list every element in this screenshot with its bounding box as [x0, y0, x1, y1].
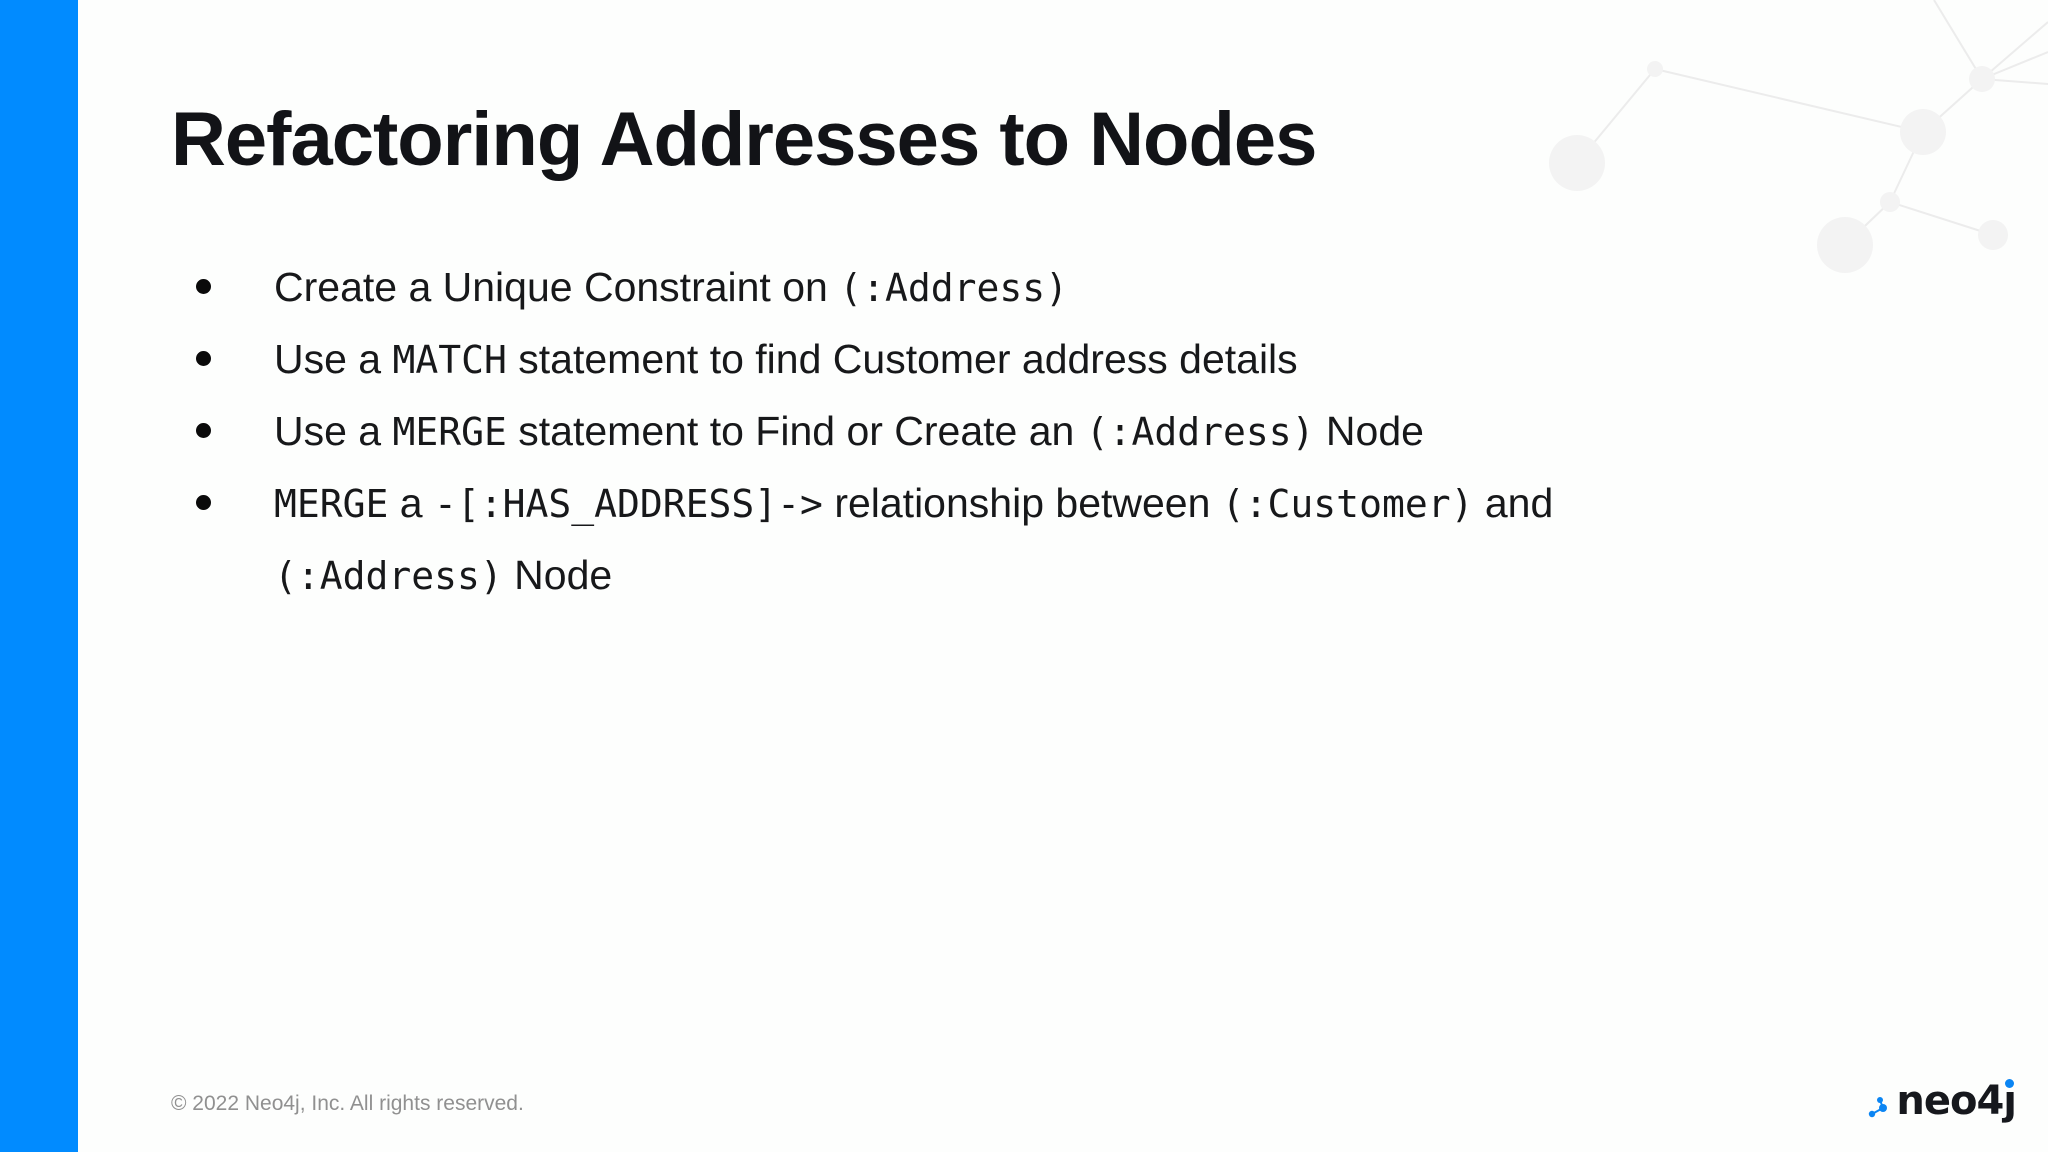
text-segment: Create a Unique Constraint on [274, 264, 840, 310]
neo4j-wordmark: neo4j [1896, 1078, 2017, 1124]
text-segment: a [388, 480, 434, 526]
neo4j-logo: neo4j [1868, 1078, 2017, 1124]
code-segment: (:Address) [839, 266, 1068, 310]
copyright-text: © 2022 Neo4j, Inc. All rights reserved. [171, 1092, 524, 1115]
bullet-item-3: Use a MERGE statement to Find or Create … [196, 396, 1896, 468]
code-segment: MERGE [274, 482, 389, 526]
bullet-text-4-line-2: (:Address) Node [274, 540, 1896, 612]
bullet-dot-icon [196, 351, 211, 366]
text-segment: Use a [274, 408, 393, 454]
text-segment: Use a [274, 336, 393, 382]
slide-title: Refactoring Addresses to Nodes [171, 97, 1317, 182]
bullet-item-2: Use a MATCH statement to find Customer a… [196, 324, 1896, 396]
neo4j-graph-icon [1869, 1097, 1888, 1118]
bullet-item-4: MERGE a -[:HAS_ADDRESS]-> relationship b… [196, 468, 1896, 612]
bullet-item-1: Create a Unique Constraint on (:Address) [196, 252, 1896, 324]
code-segment: (:Customer) [1221, 482, 1474, 526]
code-segment: MERGE [392, 410, 507, 454]
bullet-dot-icon [196, 279, 211, 294]
code-segment: (:Address) [1085, 410, 1315, 454]
wordmark-j: j [2003, 1078, 2017, 1124]
text-segment: relationship between [822, 480, 1222, 526]
bullet-text-1: Create a Unique Constraint on (:Address) [274, 252, 1896, 324]
bullet-text-3: Use a MERGE statement to Find or Create … [274, 396, 1896, 468]
bullet-text-4: MERGE a -[:HAS_ADDRESS]-> relationship b… [274, 468, 1896, 612]
bullet-text-2: Use a MATCH statement to find Customer a… [274, 324, 1896, 396]
text-segment: statement to Find or Create an [506, 408, 1086, 454]
text-segment: and [1473, 480, 1554, 526]
bullet-dot-icon [196, 423, 211, 438]
bullet-dot-icon [196, 495, 211, 510]
bullet-list: Create a Unique Constraint on (:Address)… [196, 252, 1896, 612]
bullet-text-4-line-1: MERGE a -[:HAS_ADDRESS]-> relationship b… [274, 468, 1896, 540]
text-segment: Node [1314, 408, 1424, 454]
wordmark-head: neo4 [1896, 1078, 2004, 1124]
code-segment: MATCH [392, 338, 507, 382]
text-segment: Node [502, 552, 613, 598]
accent-bar [0, 0, 78, 1152]
code-segment: (:Address) [274, 554, 503, 598]
code-segment: -[:HAS_ADDRESS]-> [433, 482, 823, 526]
text-segment: statement to find Customer address detai… [506, 336, 1298, 382]
